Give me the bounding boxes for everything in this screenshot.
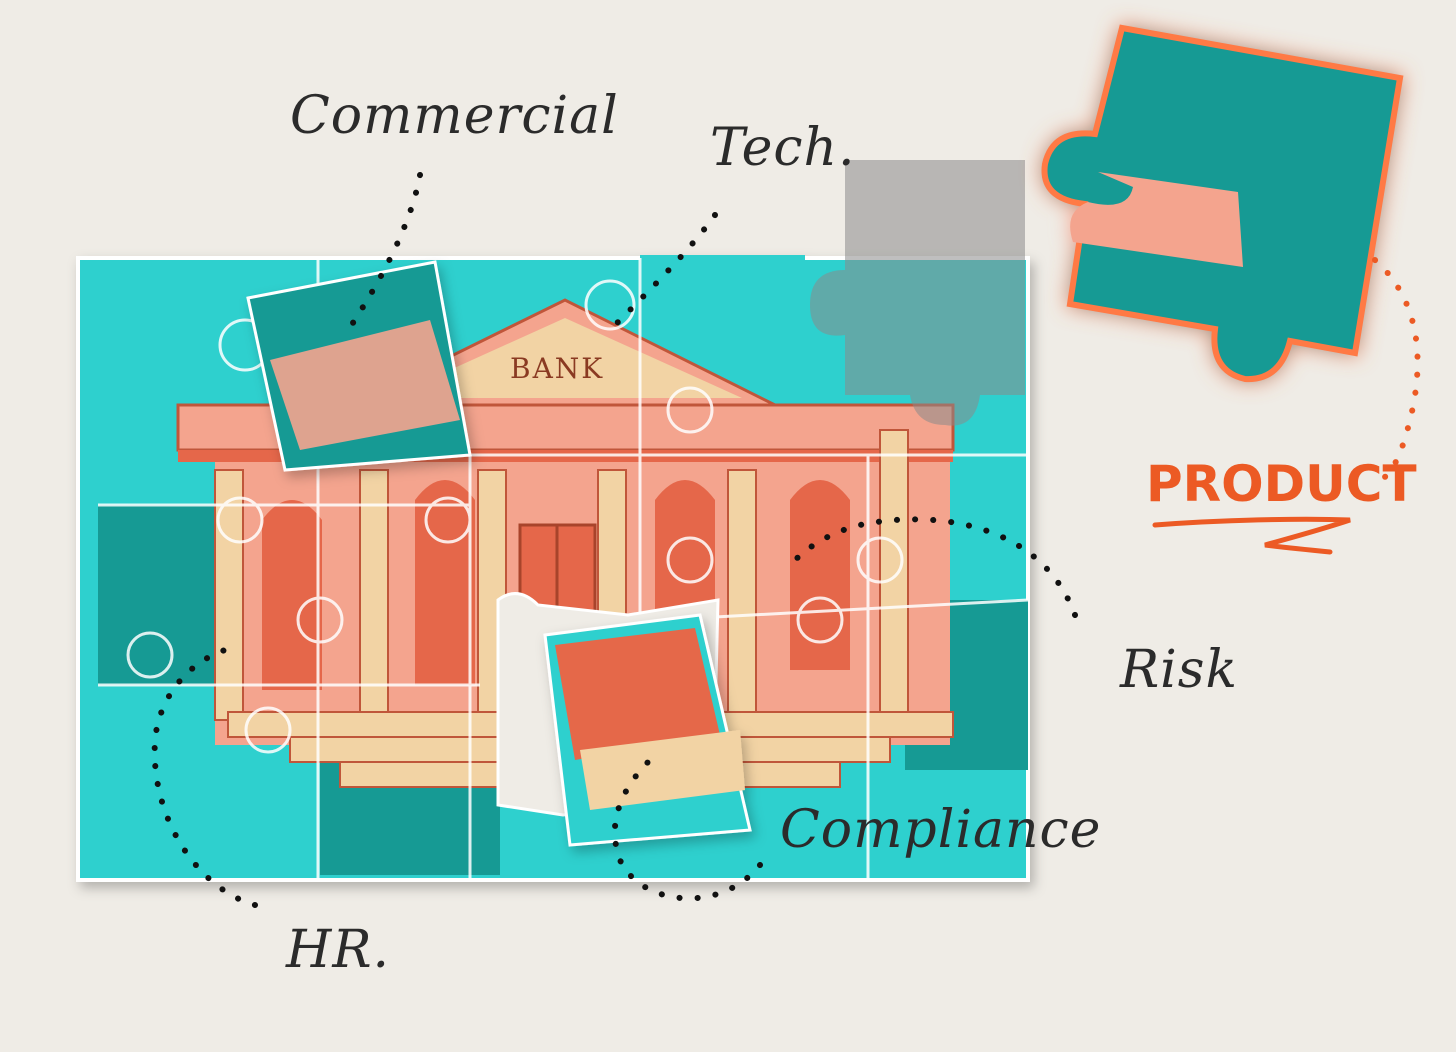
compliance-connector — [611, 757, 763, 902]
product-underline — [1152, 516, 1351, 555]
tech-connector — [612, 212, 718, 328]
product-piece-shadow — [810, 160, 1025, 426]
commercial-puzzle-piece — [246, 260, 472, 472]
label-commercial: Commercial — [290, 86, 619, 146]
product-connector — [1367, 257, 1421, 488]
puzzle-seams — [98, 258, 1029, 880]
label-risk: Risk — [1120, 640, 1238, 700]
commercial-connector — [342, 172, 423, 338]
label-hr: HR. — [286, 920, 391, 980]
hr-connector — [151, 647, 258, 908]
product-puzzle-piece — [1041, 24, 1404, 383]
connector-lines — [151, 172, 1078, 908]
bank-sign: BANK — [510, 352, 604, 385]
label-compliance: Compliance — [780, 800, 1102, 860]
label-tech: Tech. — [710, 118, 856, 178]
compliance-puzzle-piece — [543, 613, 752, 847]
label-product: PRODUCT — [1146, 455, 1417, 513]
